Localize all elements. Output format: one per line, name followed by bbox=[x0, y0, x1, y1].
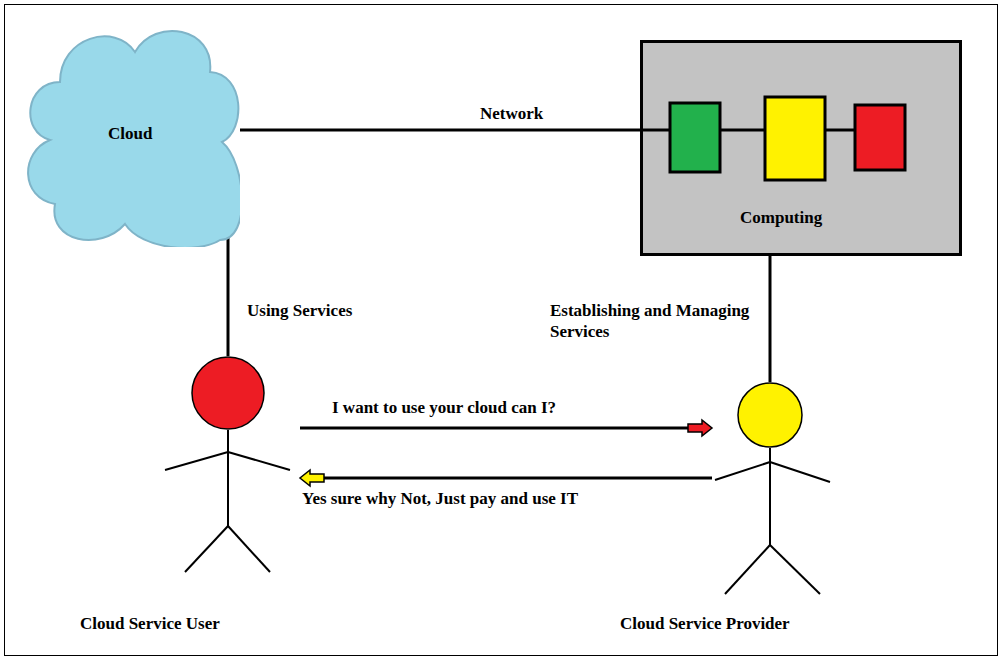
figure-arm bbox=[228, 452, 290, 470]
red-unit bbox=[855, 105, 905, 170]
connector-line bbox=[324, 477, 712, 480]
connector bbox=[228, 237, 229, 356]
cloud-shape: Cloud bbox=[20, 12, 240, 247]
figure-arm bbox=[770, 462, 830, 482]
computing-box: Computing bbox=[640, 40, 962, 256]
connector bbox=[240, 130, 640, 131]
figure-leg bbox=[228, 526, 270, 572]
connector-label: Network bbox=[478, 103, 545, 124]
provider-figure: Cloud Service Provider bbox=[712, 382, 832, 597]
figure-head bbox=[738, 383, 802, 447]
arrow-head bbox=[300, 470, 324, 486]
figure-head bbox=[192, 357, 264, 429]
figure-arm bbox=[715, 462, 770, 480]
figure-leg bbox=[185, 526, 228, 572]
connector bbox=[300, 420, 712, 436]
figure-arm bbox=[165, 452, 228, 470]
connector-label: Using Services bbox=[245, 300, 354, 321]
connector-line bbox=[769, 256, 772, 382]
green-unit bbox=[670, 103, 720, 172]
connector-label: Yes sure why Not, Just pay and use IT bbox=[300, 488, 580, 509]
connector bbox=[300, 470, 712, 486]
arrow-head bbox=[688, 420, 712, 436]
user-figure-graphic bbox=[160, 356, 300, 586]
connector bbox=[770, 256, 771, 382]
node-label: Computing bbox=[740, 208, 822, 228]
provider-figure-graphic bbox=[712, 382, 832, 597]
connector-label: Establishing and Managing Services bbox=[548, 300, 767, 343]
link-wire bbox=[825, 129, 855, 132]
link-wire bbox=[720, 129, 765, 132]
yellow-unit bbox=[765, 97, 825, 180]
node-label: Cloud Service User bbox=[80, 614, 220, 634]
connector-label: I want to use your cloud can I? bbox=[330, 397, 558, 418]
figure-leg bbox=[725, 545, 770, 594]
user-figure: Cloud Service User bbox=[160, 356, 300, 586]
connector-line bbox=[227, 237, 230, 356]
connector-line bbox=[240, 129, 640, 132]
picture-frame bbox=[5, 5, 998, 656]
node-label: Cloud Service Provider bbox=[620, 614, 790, 634]
figure-leg bbox=[770, 545, 820, 594]
node-label: Cloud bbox=[108, 124, 152, 144]
figure-body bbox=[227, 430, 229, 526]
connector-line bbox=[300, 427, 688, 430]
cloud-outline bbox=[28, 31, 240, 247]
